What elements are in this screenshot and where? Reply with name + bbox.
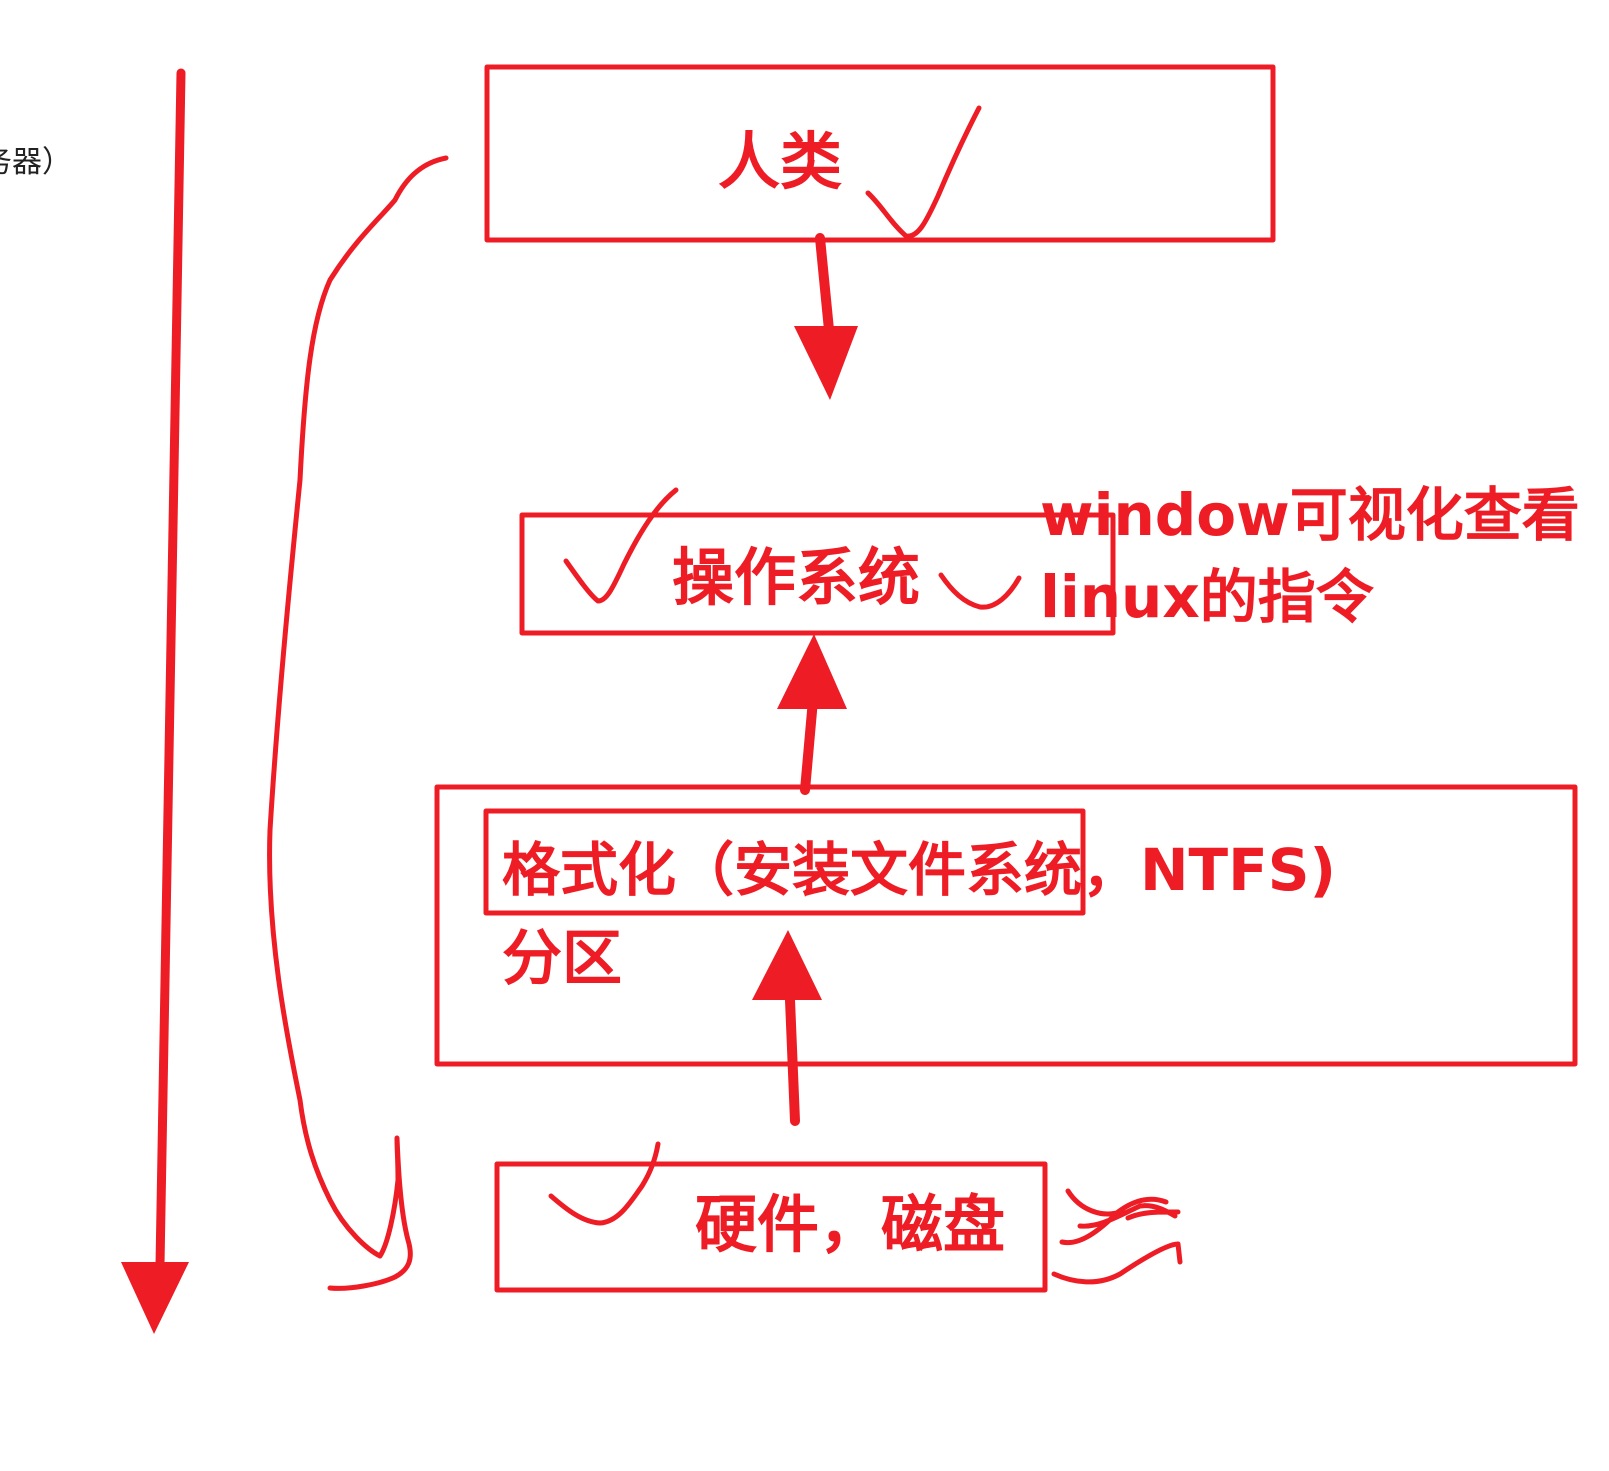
check-mark-os-left <box>563 487 679 604</box>
long-down-arrow-head <box>121 1262 189 1334</box>
os-note-line1: window可视化查看 <box>1040 481 1580 549</box>
node-hardware-label: 硬件，磁盘 <box>695 1188 1006 1261</box>
arrow-human-to-os-head <box>794 326 858 400</box>
os-note-line2: linux的指令 <box>1040 563 1374 631</box>
node-partition-label: 分区 <box>502 924 622 994</box>
node-format-label: 格式化（安装文件系统，NTFS) <box>502 836 1337 904</box>
stray-text-bottom: ） <box>0 1071 30 1115</box>
arrow-hardware-to-format-head <box>752 930 822 1000</box>
squiggle-os-right <box>938 572 1022 610</box>
scribble-hardware-right <box>1051 1188 1183 1285</box>
hardware-box <box>494 1161 1048 1293</box>
human-box <box>484 64 1276 243</box>
format-highlight-box <box>483 808 1086 916</box>
arrow-human-to-os-shaft <box>815 233 835 345</box>
arrow-hardware-to-format-shaft <box>785 995 800 1126</box>
long-down-arrow-shaft <box>155 68 186 1270</box>
arrow-format-to-os-shaft <box>800 695 818 795</box>
node-human-label: 人类 <box>718 125 843 198</box>
check-mark-human <box>865 105 982 239</box>
bracket-curve <box>267 155 449 1291</box>
arrow-format-to-os-head <box>777 634 847 709</box>
os-box <box>519 512 1116 636</box>
stray-text-top: 务器） <box>0 145 72 180</box>
node-os-label: 操作系统 <box>672 541 921 614</box>
check-mark-hardware <box>548 1141 661 1226</box>
format-partition-box <box>434 784 1578 1067</box>
